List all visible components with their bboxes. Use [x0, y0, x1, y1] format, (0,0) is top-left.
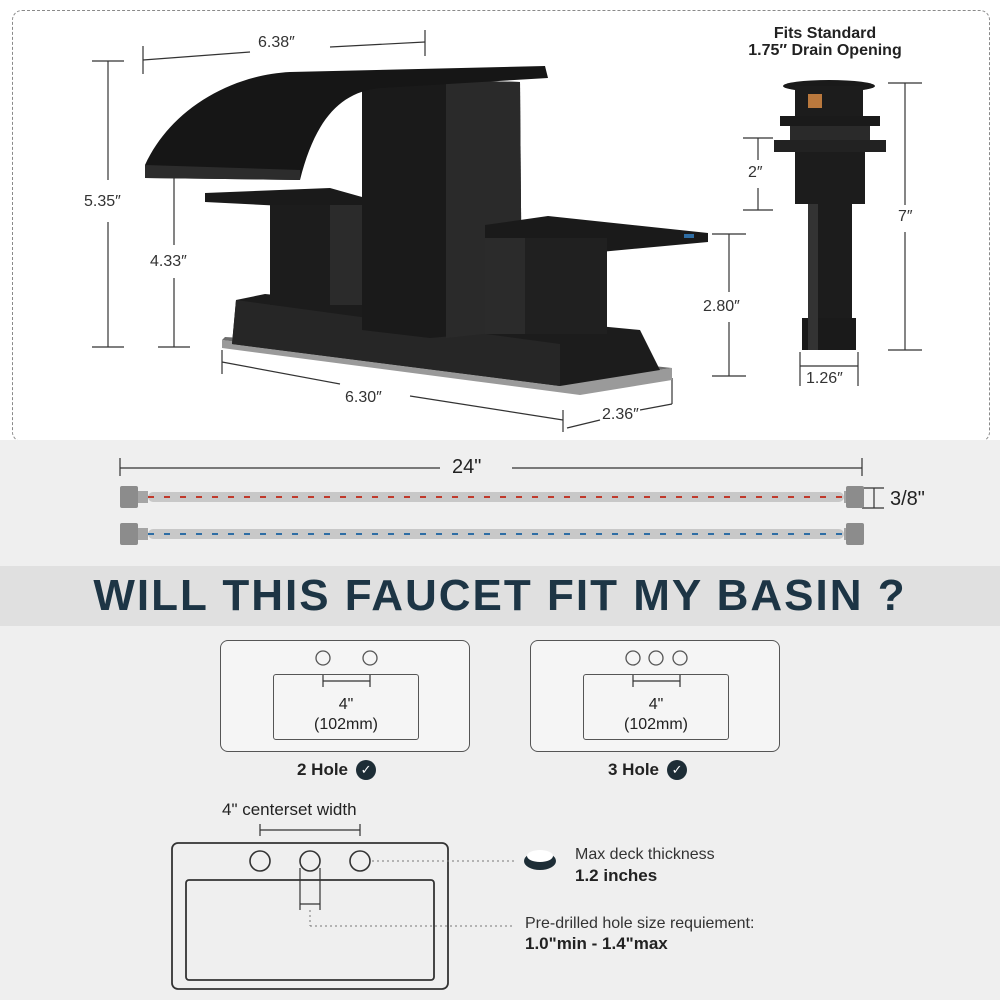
- base-length-label: 6.30″: [345, 389, 382, 406]
- fit-banner: [0, 566, 1000, 626]
- hose-length-label: 24": [452, 456, 482, 478]
- hot-water-hose: [120, 486, 864, 508]
- drain-title-line2: 1.75″ Drain Opening: [748, 42, 902, 59]
- basin-metric: (102mm): [623, 716, 688, 733]
- cold-water-hose: [120, 523, 864, 545]
- basin-measure: 4": [338, 696, 354, 713]
- hole-label-text: 3 Hole: [608, 760, 660, 779]
- deck-thickness-value: 1.2 inches: [575, 866, 658, 885]
- hole-size-title: Pre-drilled hole size requiement:: [525, 915, 755, 932]
- base-depth-label: 2.36″: [602, 406, 639, 423]
- handle-height-label: 2.80″: [703, 298, 740, 315]
- basin-outline: 4" (102mm): [583, 674, 729, 740]
- supply-hoses: [119, 458, 884, 545]
- hole-label-2: 2 Hole ✓: [297, 760, 377, 780]
- basin-measure: 4": [648, 696, 664, 713]
- hole-label-text: 2 Hole: [297, 760, 349, 779]
- basin-card-3-hole: 4" (102mm): [530, 640, 780, 752]
- centerset-label: 4" centerset width: [222, 800, 357, 819]
- basin-card-2-hole: 4" (102mm): [220, 640, 470, 752]
- drain-flange-height-label: 2″: [748, 164, 763, 181]
- faucet-drawing: [92, 30, 922, 432]
- basin-metric: (102mm): [313, 716, 378, 733]
- drain-title-line1: Fits Standard: [773, 25, 877, 42]
- drain-total-height-label: 7″: [898, 208, 913, 225]
- total-height-label: 5.35″: [84, 193, 121, 210]
- three-hole-diagram: [625, 650, 688, 687]
- faucet-body: [145, 66, 708, 395]
- hose-diameter-label: 3/8": [890, 488, 925, 510]
- spout-height-label: 4.33″: [150, 253, 187, 270]
- hole-size-value: 1.0"min - 1.4"max: [525, 934, 668, 953]
- deck-thickness-title: Max deck thickness: [575, 846, 715, 863]
- check-icon: ✓: [356, 760, 377, 780]
- drain-drawing: [743, 80, 922, 386]
- spout-length-label: 6.38″: [258, 34, 295, 51]
- check-icon: ✓: [667, 760, 688, 780]
- hole-label-3: 3 Hole ✓: [608, 760, 688, 780]
- basin-outline: 4" (102mm): [273, 674, 419, 740]
- drain-diameter-label: 1.26″: [806, 370, 843, 387]
- fit-banner-title: WILL THIS FAUCET FIT MY BASIN ?: [93, 571, 907, 620]
- drain-title: Fits Standard 1.75″ Drain Opening: [700, 25, 950, 59]
- basin-install-diagram: [171, 824, 556, 990]
- two-hole-diagram: [315, 650, 378, 687]
